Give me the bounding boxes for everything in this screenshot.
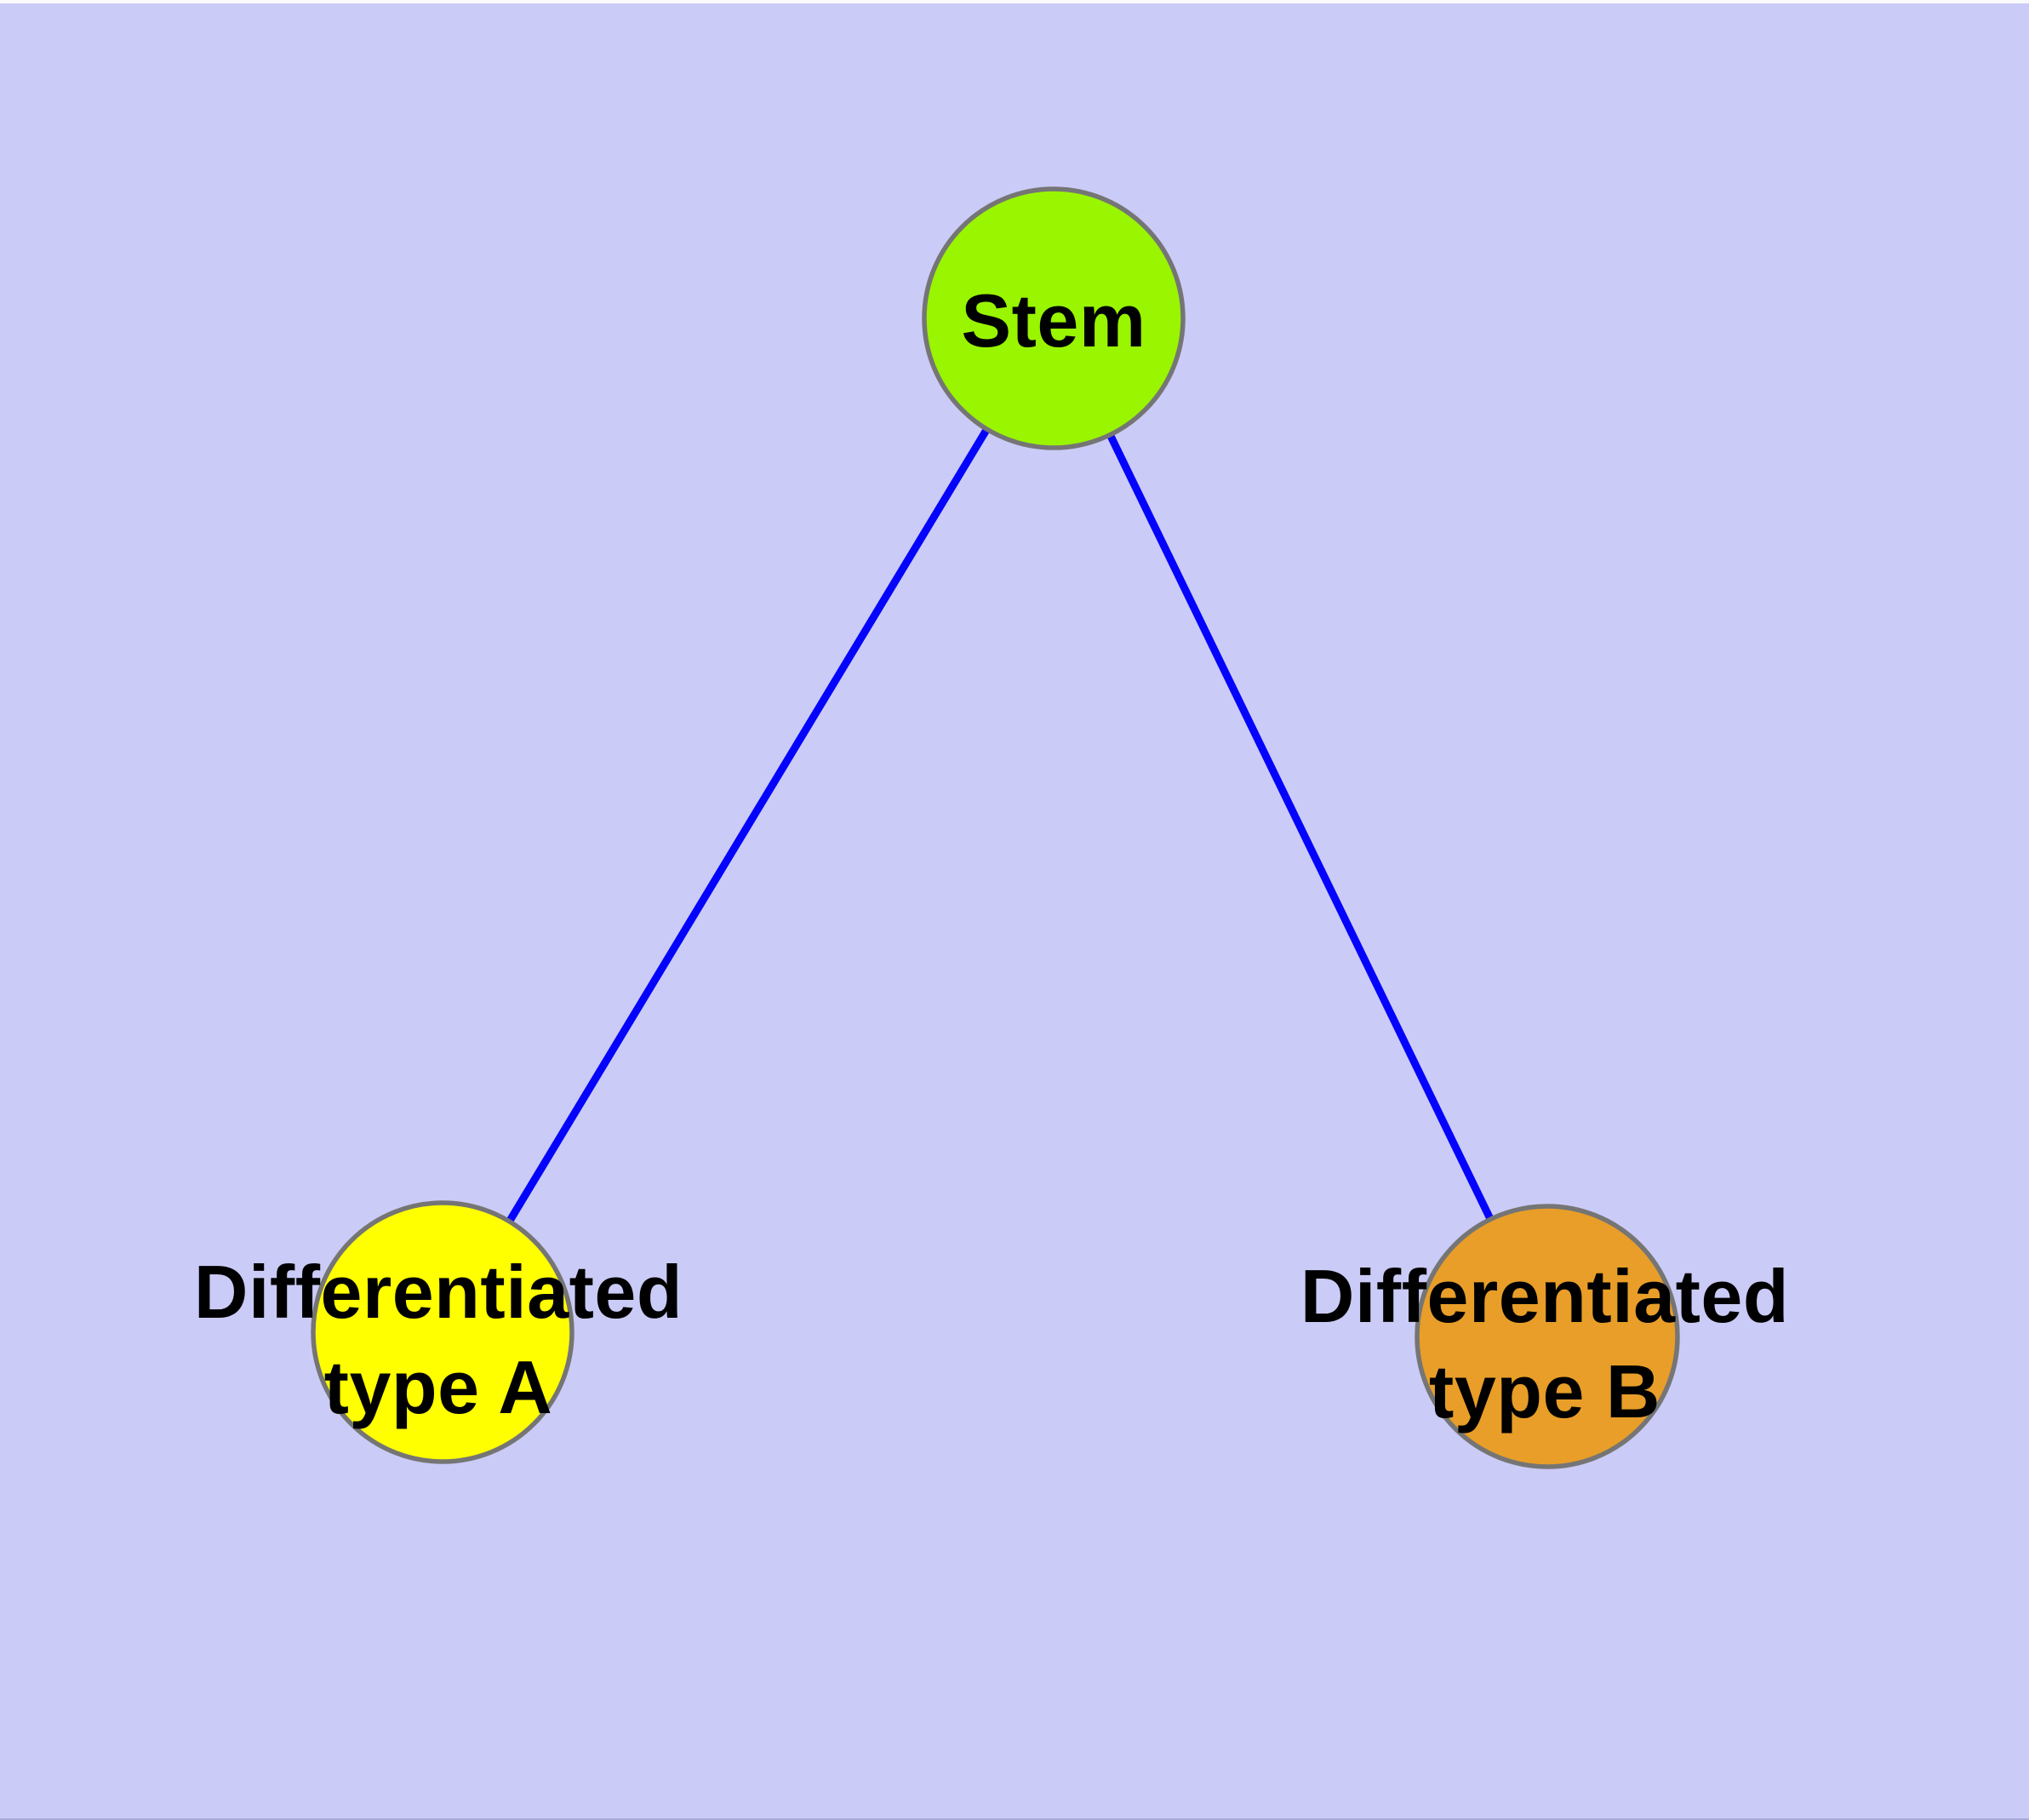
canvas-top-edge	[0, 0, 2029, 3]
node-differentiated-type-a[interactable]	[311, 1200, 574, 1464]
edge-stem-to-type-b	[1049, 317, 1552, 1338]
edge-stem-to-type-a	[439, 316, 1057, 1335]
node-differentiated-type-b[interactable]	[1415, 1204, 1680, 1469]
node-stem[interactable]	[922, 186, 1186, 450]
canvas-bottom-edge	[0, 1818, 2029, 1820]
